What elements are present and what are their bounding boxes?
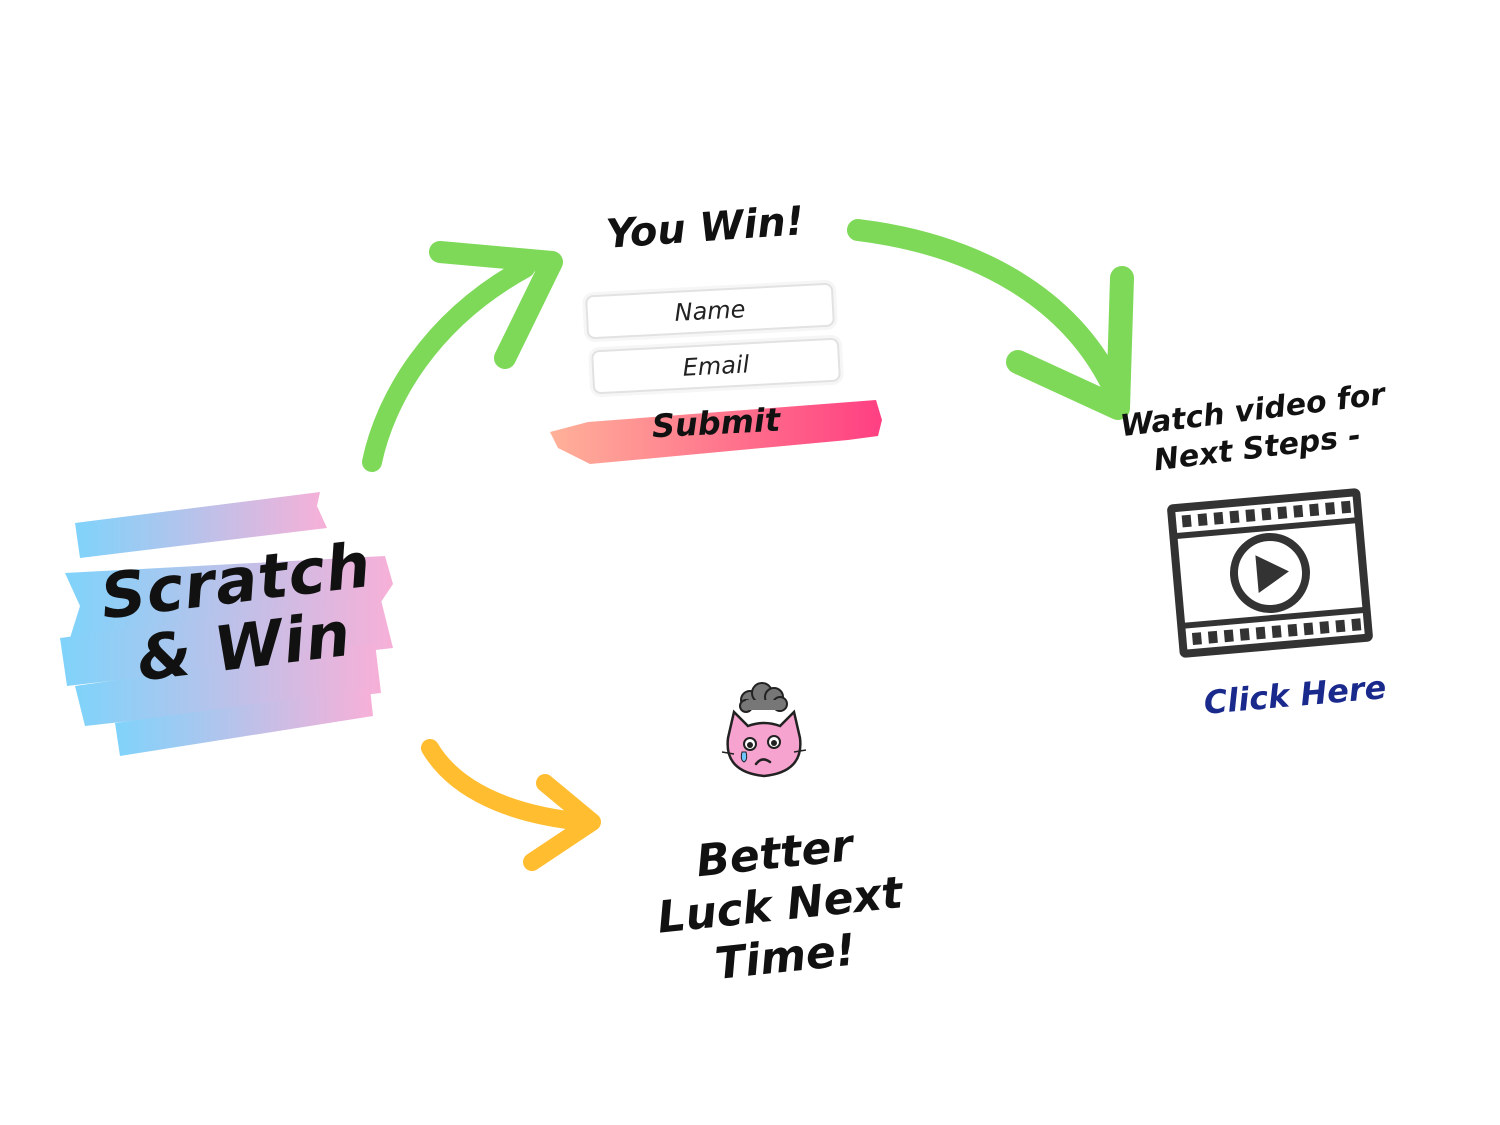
arrow-to-win	[362, 241, 563, 472]
scratch-win-badge: Scratch & Win	[55, 488, 405, 763]
submit-brush-background	[550, 400, 882, 464]
arrow-to-video	[847, 219, 1134, 420]
sad-cat-icon	[712, 682, 816, 786]
brush-stroke-background	[60, 492, 393, 756]
better-luck-text: Better Luck Next Time!	[623, 813, 938, 1000]
film-play-icon[interactable]	[1165, 488, 1375, 658]
arrow-to-lose	[421, 739, 601, 871]
submit-button[interactable]: Submit	[548, 392, 884, 464]
